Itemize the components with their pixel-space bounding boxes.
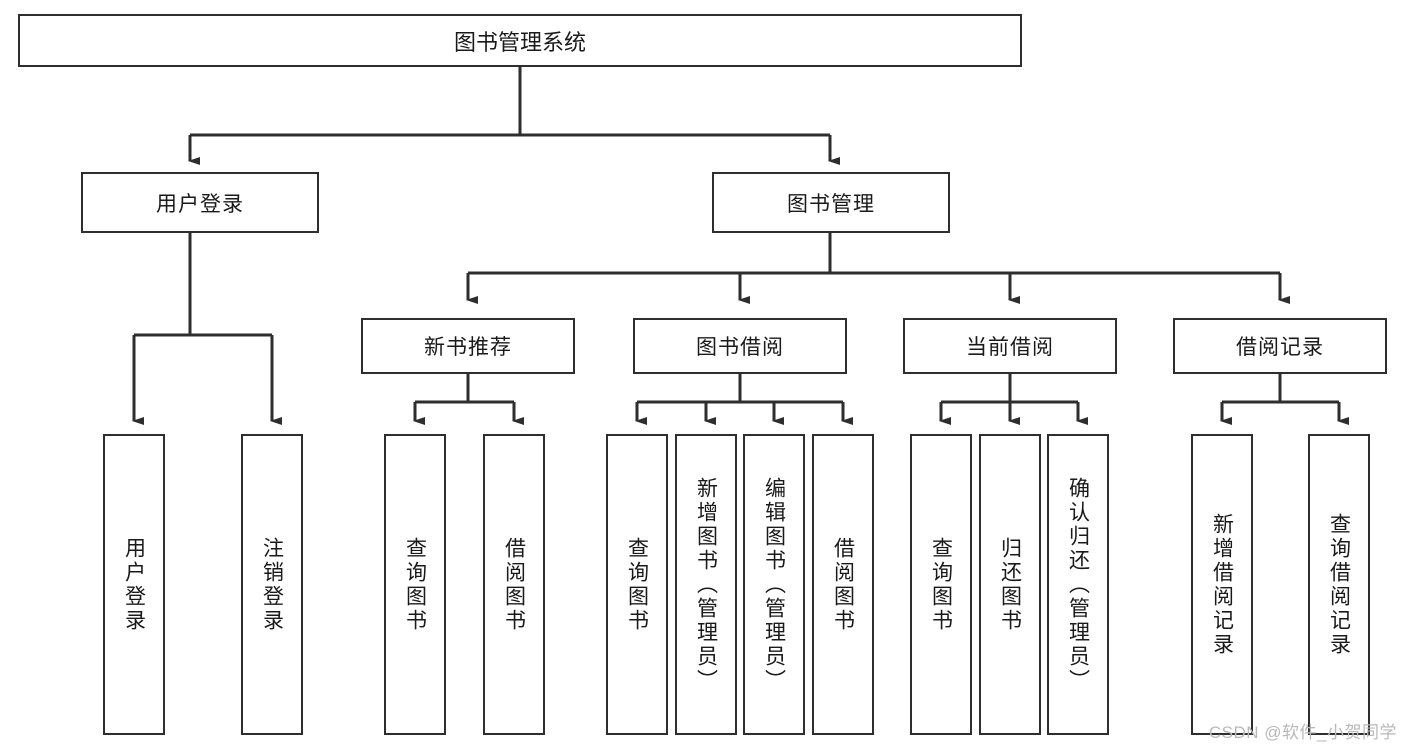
watermark: CSDN @软件_小贺同学 — [1208, 723, 1397, 742]
node-new-book-recommend[interactable]: 新书推荐 — [361, 318, 575, 374]
node-label: 编辑图书（管理员） — [762, 476, 786, 693]
node-label: 借阅图书 — [831, 536, 855, 633]
node-label: 新增图书（管理员） — [694, 476, 718, 693]
node-label: 当前借阅 — [966, 336, 1054, 359]
node-label: 用户登录 — [156, 192, 244, 216]
node-label: 图书管理 — [787, 192, 875, 216]
node-label: 查询借阅记录 — [1327, 512, 1351, 657]
node-label: 借阅图书 — [502, 536, 526, 633]
node-book-management[interactable]: 图书管理 — [712, 172, 950, 233]
node-label: 注销登录 — [260, 536, 284, 633]
node-label: 新增借阅记录 — [1210, 512, 1234, 657]
node-label: 归还图书 — [998, 536, 1022, 633]
node-label: 新书推荐 — [424, 336, 512, 359]
node-label: 图书管理系统 — [453, 29, 586, 55]
node-label: 查询图书 — [625, 536, 649, 633]
node-book-borrow[interactable]: 图书借阅 — [633, 318, 847, 374]
node-label: 查询图书 — [929, 536, 953, 633]
leaf-return-book[interactable]: 归还图书 — [979, 434, 1041, 735]
leaf-query-books-borrow[interactable]: 查询图书 — [606, 434, 668, 735]
leaf-logout[interactable]: 注销登录 — [241, 434, 303, 735]
leaf-query-books-recommend[interactable]: 查询图书 — [384, 434, 446, 735]
leaf-query-borrow-record[interactable]: 查询借阅记录 — [1308, 434, 1370, 735]
node-current-borrow[interactable]: 当前借阅 — [903, 318, 1117, 374]
leaf-borrow-books-recommend[interactable]: 借阅图书 — [483, 434, 545, 735]
leaf-add-book-admin[interactable]: 新增图书（管理员） — [675, 434, 737, 735]
leaf-edit-book-admin[interactable]: 编辑图书（管理员） — [743, 434, 805, 735]
leaf-borrow-book[interactable]: 借阅图书 — [812, 434, 874, 735]
node-borrow-records[interactable]: 借阅记录 — [1173, 318, 1387, 374]
leaf-confirm-return-admin[interactable]: 确认归还（管理员） — [1047, 434, 1109, 735]
node-root-system[interactable]: 图书管理系统 — [18, 14, 1022, 67]
leaf-query-books-current[interactable]: 查询图书 — [910, 434, 972, 735]
node-user-login[interactable]: 用户登录 — [81, 172, 319, 233]
leaf-user-login[interactable]: 用户登录 — [103, 434, 165, 735]
node-label: 用户登录 — [122, 536, 146, 633]
node-label: 确认归还（管理员） — [1066, 476, 1090, 693]
leaf-add-borrow-record[interactable]: 新增借阅记录 — [1191, 434, 1253, 735]
node-label: 图书借阅 — [696, 336, 784, 359]
node-label: 查询图书 — [403, 536, 427, 633]
node-label: 借阅记录 — [1236, 336, 1324, 359]
